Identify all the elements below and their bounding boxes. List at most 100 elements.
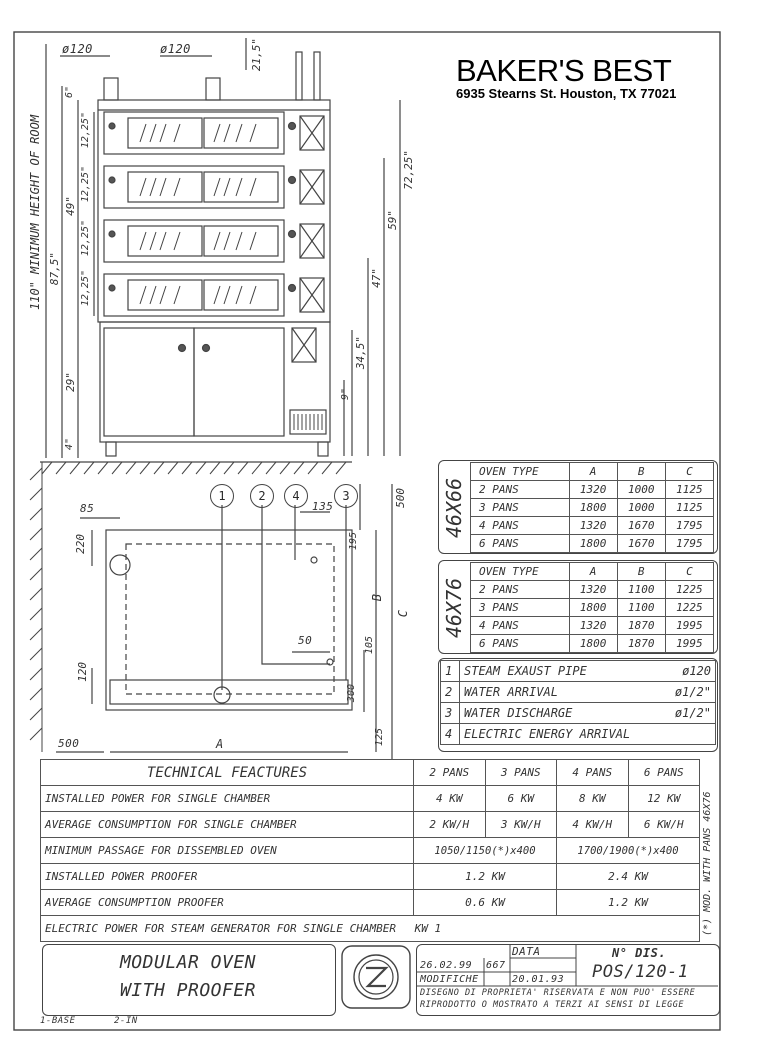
cell: 1320 <box>568 580 618 599</box>
legend-num: 4 <box>440 723 460 745</box>
technical-features-table: TECHNICAL FEACTURES 2 PANS 3 PANS 4 PANS… <box>40 759 700 942</box>
footer-left: 1-BASE <box>40 1016 76 1026</box>
cell: 1225 <box>664 580 715 599</box>
oven-table-46x76-frame <box>438 560 718 654</box>
drawing-number: POS/120-1 <box>592 962 689 982</box>
callout-4: 4 <box>284 484 308 508</box>
legend-value: ø1/2" <box>663 681 717 703</box>
cell: 2.4 KW <box>556 863 700 890</box>
cell: 1870 <box>616 634 666 653</box>
dim-top: 21,5" <box>250 38 263 72</box>
ownership-notice-2: RIPRODOTTO O MOSTRATO A TERZI AI SENSI D… <box>420 1000 685 1010</box>
header-oven-type: OVEN TYPE <box>470 562 570 581</box>
cell: 1.2 KW <box>556 889 700 916</box>
cell: 4 KW <box>413 785 486 812</box>
dim-345: 34,5" <box>354 336 367 370</box>
cell: 0.6 KW <box>413 889 557 916</box>
row-label: INSTALLED POWER PROOFER <box>40 863 414 890</box>
cell: 1320 <box>568 616 618 635</box>
cell: 1995 <box>664 634 715 653</box>
legend-num: 1 <box>440 660 460 682</box>
oven-table-46x76-label: 46X76 <box>442 577 466 639</box>
legend-value <box>663 723 717 745</box>
brand-name: BAKER'S BEST <box>456 53 672 88</box>
table-row: AVERAGE CONSUMPTION FOR SINGLE CHAMBER 2… <box>40 811 700 838</box>
legend-value: ø120 <box>663 660 717 682</box>
dim-220: 220 <box>74 534 87 554</box>
cell: 4 PANS <box>470 516 570 535</box>
dim-105: 105 <box>364 636 375 655</box>
dim-1225-a: 12,25" <box>80 112 91 149</box>
legend-label: WATER ARRIVAL <box>459 681 664 703</box>
table-row: AVERAGE CONSUMPTION PROOFER 0.6 KW 1.2 K… <box>40 889 700 916</box>
cell: 1000 <box>616 498 666 517</box>
callout-1: 1 <box>210 484 234 508</box>
title-block-frame <box>416 944 720 1016</box>
cell: 6 PANS <box>470 634 570 653</box>
dim-c: C <box>396 610 410 618</box>
tech-header-4pans: 4 PANS <box>556 759 629 786</box>
table-row: INSTALLED POWER PROOFER 1.2 KW 2.4 KW <box>40 863 700 890</box>
revision: 667 <box>486 960 506 971</box>
dim-120: 120 <box>76 662 89 682</box>
cell: 6 KW/H <box>627 811 700 838</box>
cell: 1100 <box>616 598 666 617</box>
drawing-title-line1: MODULAR OVEN <box>119 952 257 973</box>
cell: 1870 <box>616 616 666 635</box>
cell: 1700/1900(*)x400 <box>556 837 700 864</box>
cell: 2 PANS <box>470 480 570 499</box>
table-row: ELECTRIC POWER FOR STEAM GENERATOR FOR S… <box>40 915 700 942</box>
tech-header-6pans: 6 PANS <box>627 759 700 786</box>
cell: 1795 <box>664 516 715 535</box>
dim-875: 87,5" <box>48 252 61 286</box>
callout-2: 2 <box>250 484 274 508</box>
cell: 1.2 KW <box>413 863 557 890</box>
dim-b: B <box>370 594 384 602</box>
dim-125: 125 <box>374 728 385 747</box>
legend-frame <box>438 658 718 752</box>
cell: 2 PANS <box>470 580 570 599</box>
cell: 1800 <box>568 598 618 617</box>
legend-label: WATER DISCHARGE <box>459 702 664 724</box>
cell: 4 PANS <box>470 616 570 635</box>
modifiche-label: MODIFICHE <box>420 974 479 985</box>
cell: 1100 <box>616 580 666 599</box>
cell: 1800 <box>568 634 618 653</box>
table-row: INSTALLED POWER FOR SINGLE CHAMBER 4 KW … <box>40 785 700 812</box>
dim-4: 4" <box>64 438 75 451</box>
cell: 1125 <box>664 480 715 499</box>
dim-47: 47" <box>370 268 383 288</box>
legend-value: ø1/2" <box>663 702 717 724</box>
header-oven-type: OVEN TYPE <box>470 462 570 481</box>
dim-500-top: 500 <box>394 488 407 508</box>
dim-pipe2: ø120 <box>160 42 191 56</box>
row-label: AVERAGE CONSUMPTION PROOFER <box>40 889 414 916</box>
cell: 1670 <box>616 534 666 553</box>
cell: 1000 <box>616 480 666 499</box>
dim-pipe1: ø120 <box>62 42 93 56</box>
title-block-lines <box>416 944 718 987</box>
row-label: AVERAGE CONSUMPTION FOR SINGLE CHAMBER <box>40 811 414 838</box>
cell: 1795 <box>664 534 715 553</box>
row-label: MINIMUM PASSAGE FOR DISSEMBLED OVEN <box>40 837 414 864</box>
dim-195: 195 <box>348 532 359 551</box>
legend-num: 3 <box>440 702 460 724</box>
header-a: A <box>568 562 618 581</box>
cell: 1050/1150(*)x400 <box>413 837 557 864</box>
cell: 1800 <box>568 498 618 517</box>
oven-table-46x66-frame <box>438 460 718 554</box>
legend-label: ELECTRIC ENERGY ARRIVAL <box>459 723 664 745</box>
cell: 3 KW/H <box>484 811 557 838</box>
